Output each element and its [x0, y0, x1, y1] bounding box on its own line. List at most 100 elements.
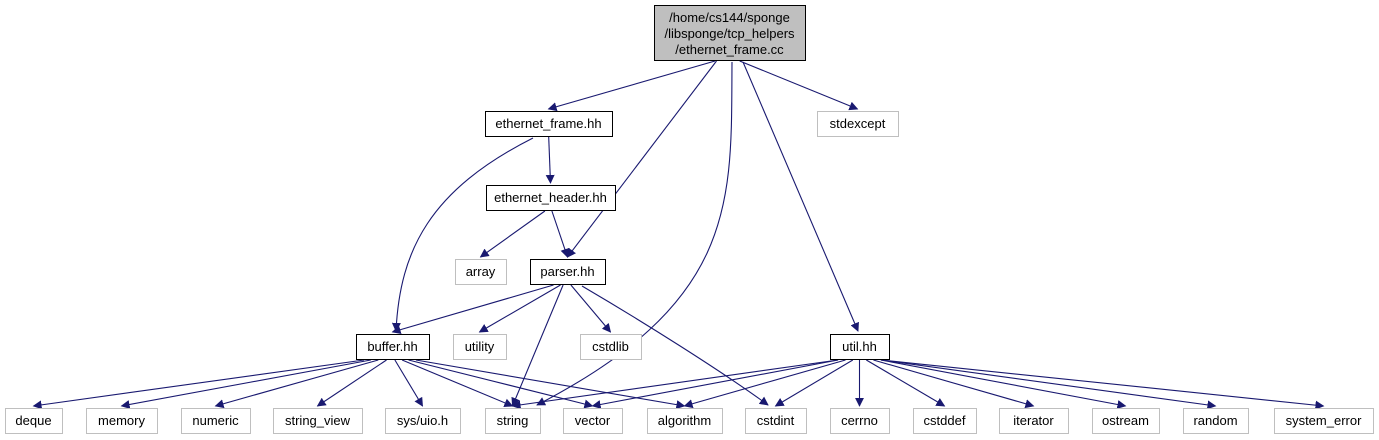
edge-root-to-parser-hh: [566, 60, 717, 258]
edge-buffer-hh-to-algorithm: [415, 359, 686, 410]
edge-root-to-ethernet-frame-hh: [547, 60, 716, 112]
edge-buffer-hh-to-sys-uio-h: [394, 359, 423, 407]
node-box: [385, 408, 461, 434]
node-cstddef: cstddef: [913, 408, 977, 434]
edge-util-hh-to-cstddef: [866, 359, 946, 407]
node-box: [1274, 408, 1374, 434]
edge-root-to-util-hh: [742, 61, 859, 332]
edge-parser-hh-to-cstdlib: [570, 284, 612, 333]
node-box: [273, 408, 363, 434]
edge-root-to-stdexcept: [739, 60, 859, 111]
node-box: [453, 334, 507, 360]
node-label: ethernet_frame.hh: [495, 116, 601, 131]
node-buffer-hh[interactable]: buffer.hh: [356, 334, 430, 360]
edge-util-hh-to-system-error: [880, 359, 1325, 410]
node-ostream: ostream: [1092, 408, 1160, 434]
node-iterator: iterator: [999, 408, 1069, 434]
node-layer: /home/cs144/sponge/libsponge/tcp_helpers…: [5, 5, 1374, 434]
edge-buffer-hh-to-memory: [120, 359, 371, 409]
node-label: ethernet_header.hh: [494, 190, 607, 205]
node-cstdint: cstdint: [745, 408, 807, 434]
node-label: stdexcept: [830, 116, 886, 131]
node-label: deque: [15, 413, 51, 428]
node-label: memory: [98, 413, 145, 428]
node-box: [5, 408, 63, 434]
node-label: parser.hh: [540, 264, 594, 279]
node-label: numeric: [192, 413, 239, 428]
node-parser-hh[interactable]: parser.hh: [530, 259, 606, 285]
node-system-error: system_error: [1274, 408, 1374, 434]
node-label: system_error: [1286, 413, 1363, 428]
node-util-hh[interactable]: util.hh: [830, 334, 890, 360]
node-label: sys/uio.h: [397, 413, 448, 428]
edge-ethernet-frame-hh-to-ethernet-header-hh: [545, 136, 555, 184]
node-label: random: [1193, 413, 1237, 428]
node-box: [485, 111, 613, 137]
node-box: [1183, 408, 1249, 434]
node-random: random: [1183, 408, 1249, 434]
node-label-line: /ethernet_frame.cc: [675, 42, 784, 57]
node-box: [530, 259, 606, 285]
node-ethernet-header-hh[interactable]: ethernet_header.hh: [486, 185, 616, 211]
node-box: [817, 111, 899, 137]
node-deque: deque: [5, 408, 63, 434]
edge-root-to-string: [536, 61, 733, 406]
node-box: [356, 334, 430, 360]
node-string-view: string_view: [273, 408, 363, 434]
node-box: [455, 259, 507, 285]
edge-buffer-hh-to-string: [401, 359, 514, 408]
node-box: [86, 408, 158, 434]
node-array: array: [455, 259, 507, 285]
node-box: [181, 408, 251, 434]
node-label-line: /libsponge/tcp_helpers: [664, 26, 795, 41]
edge-ethernet-header-hh-to-array: [479, 210, 546, 258]
node-box: [563, 408, 623, 434]
node-box: [745, 408, 807, 434]
edge-util-hh-to-ostream: [880, 359, 1127, 409]
node-label: util.hh: [842, 339, 877, 354]
node-cerrno: cerrno: [830, 408, 890, 434]
node-label: cstddef: [924, 413, 966, 428]
node-algorithm: algorithm: [647, 408, 723, 434]
node-label: utility: [465, 339, 495, 354]
node-label: cstdlib: [592, 339, 629, 354]
edge-buffer-hh-to-deque: [32, 359, 365, 410]
node-box: [830, 334, 890, 360]
node-ethernet-frame-hh[interactable]: ethernet_frame.hh: [485, 111, 613, 137]
edge-util-hh-to-string: [511, 359, 839, 410]
node-box: [999, 408, 1069, 434]
node-label: algorithm: [658, 413, 711, 428]
node-box: [647, 408, 723, 434]
node-string: string: [485, 408, 541, 434]
node-label: cerrno: [841, 413, 878, 428]
node-box: [913, 408, 977, 434]
node-box: [830, 408, 890, 434]
edge-ethernet-header-hh-to-parser-hh: [551, 210, 570, 258]
edge-util-hh-to-algorithm: [683, 359, 846, 409]
edge-util-hh-to-iterator: [873, 359, 1035, 409]
edge-buffer-hh-to-string-view: [316, 359, 387, 407]
node-label: buffer.hh: [367, 339, 417, 354]
node-vector: vector: [563, 408, 623, 434]
edge-util-hh-to-cstdint: [774, 359, 854, 407]
node-sys-uio-h: sys/uio.h: [385, 408, 461, 434]
edge-parser-hh-to-utility: [478, 284, 561, 333]
node-box: [1092, 408, 1160, 434]
node-box: [580, 334, 642, 360]
edge-util-hh-to-random: [880, 359, 1217, 410]
node-label: cstdint: [757, 413, 795, 428]
node-numeric: numeric: [181, 408, 251, 434]
node-label-line: /home/cs144/sponge: [669, 10, 790, 25]
node-cstdlib: cstdlib: [580, 334, 642, 360]
node-box: [654, 5, 806, 61]
edge-parser-hh-to-buffer-hh: [391, 284, 554, 335]
node-root[interactable]: /home/cs144/sponge/libsponge/tcp_helpers…: [654, 5, 806, 61]
node-label: ostream: [1102, 413, 1149, 428]
edge-buffer-hh-to-numeric: [214, 359, 379, 409]
node-label: vector: [575, 413, 611, 428]
edge-buffer-hh-to-vector: [408, 359, 594, 409]
node-label: iterator: [1013, 413, 1054, 428]
edge-ethernet-frame-hh-to-buffer-hh: [391, 137, 534, 332]
node-memory: memory: [86, 408, 158, 434]
